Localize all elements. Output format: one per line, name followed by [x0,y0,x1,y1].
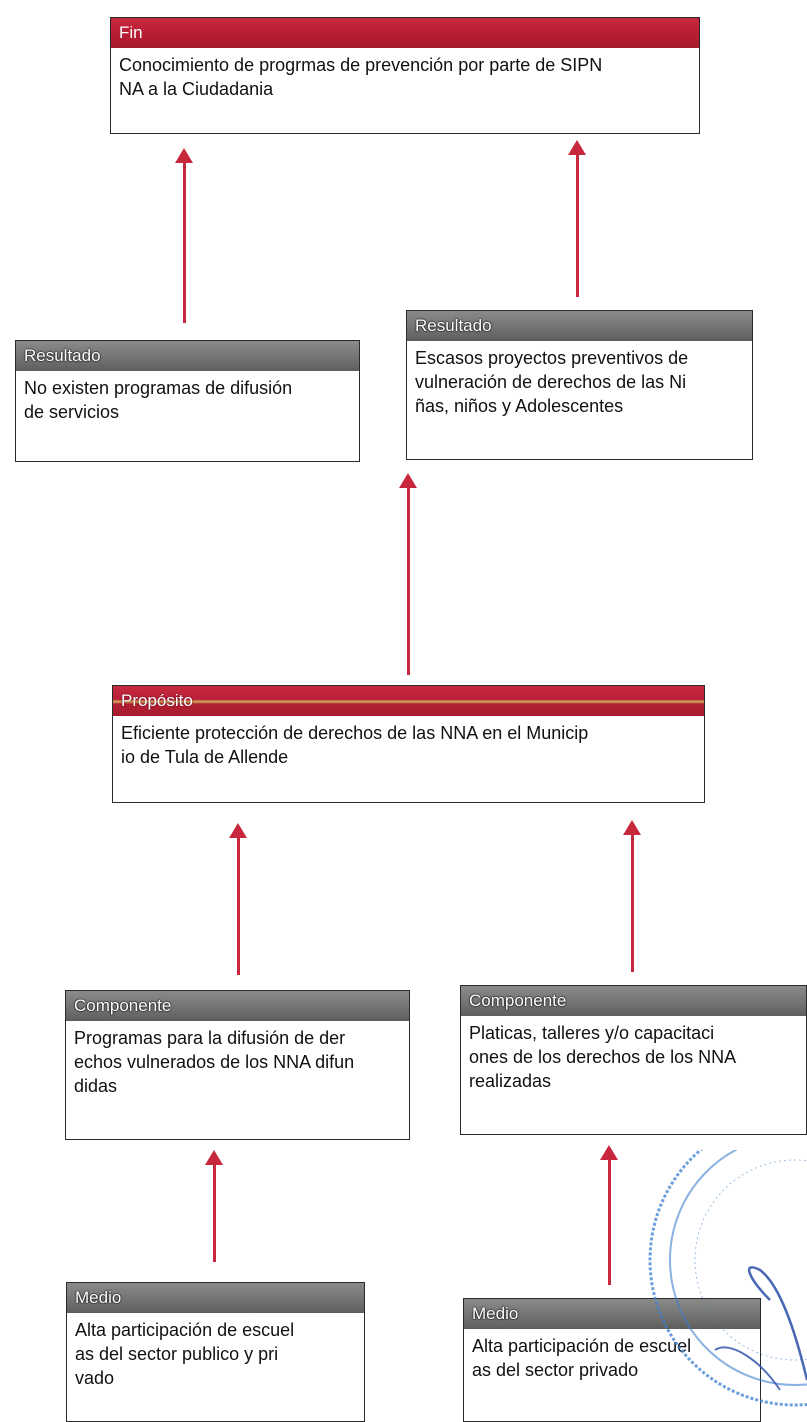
componente-left-box: Componente Programas para la difusión de… [65,990,410,1140]
fin-text: Conocimiento de progrmas de prevención p… [119,55,603,99]
resultado-right-header: Resultado [407,311,752,341]
medio-right-box: Medio Alta participación de escuel as de… [463,1298,761,1422]
resultado-right-box: Resultado Escasos proyectos preventivos … [406,310,753,460]
proposito-text: Eficiente protección de derechos de las … [121,723,589,767]
medio-left-header: Medio [67,1283,364,1313]
medio-right-text: Alta participación de escuel as del sect… [472,1336,692,1380]
official-seal-icon [648,1150,807,1407]
proposito-header: Propósito [113,686,704,716]
proposito-box: Propósito Eficiente protección de derech… [112,685,705,803]
componente-left-header: Componente [66,991,409,1021]
componente-right-text: Platicas, talleres y/o capacitaci ones d… [469,1023,737,1091]
componente-right-header: Componente [461,986,806,1016]
fin-box: Fin Conocimiento de progrmas de prevenci… [110,17,700,134]
resultado-left-box: Resultado No existen programas de difusi… [15,340,360,462]
medio-left-text: Alta participación de escuel as del sect… [75,1320,295,1388]
resultado-left-text: No existen programas de difusión de serv… [24,378,293,422]
fin-header: Fin [111,18,699,48]
resultado-left-header: Resultado [16,341,359,371]
componente-right-box: Componente Platicas, talleres y/o capaci… [460,985,807,1135]
medio-left-box: Medio Alta participación de escuel as de… [66,1282,365,1422]
resultado-right-text: Escasos proyectos preventivos de vulnera… [415,348,689,416]
componente-left-text: Programas para la difusión de der echos … [74,1028,355,1096]
